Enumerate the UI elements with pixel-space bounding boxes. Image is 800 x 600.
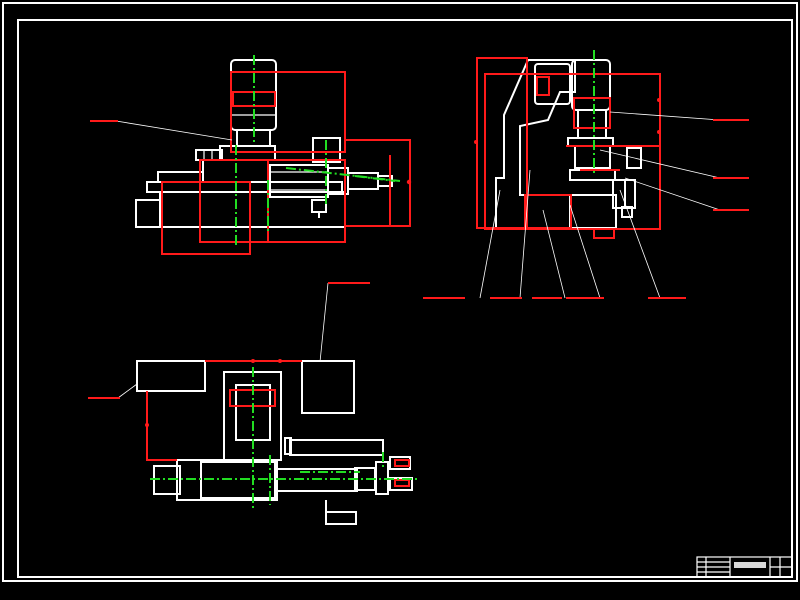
top-view (88, 282, 420, 525)
title-block (696, 556, 793, 578)
side-view (423, 50, 749, 299)
sheet-frame (2, 2, 798, 582)
front-view-callout (90, 120, 233, 141)
front-view (135, 55, 412, 255)
